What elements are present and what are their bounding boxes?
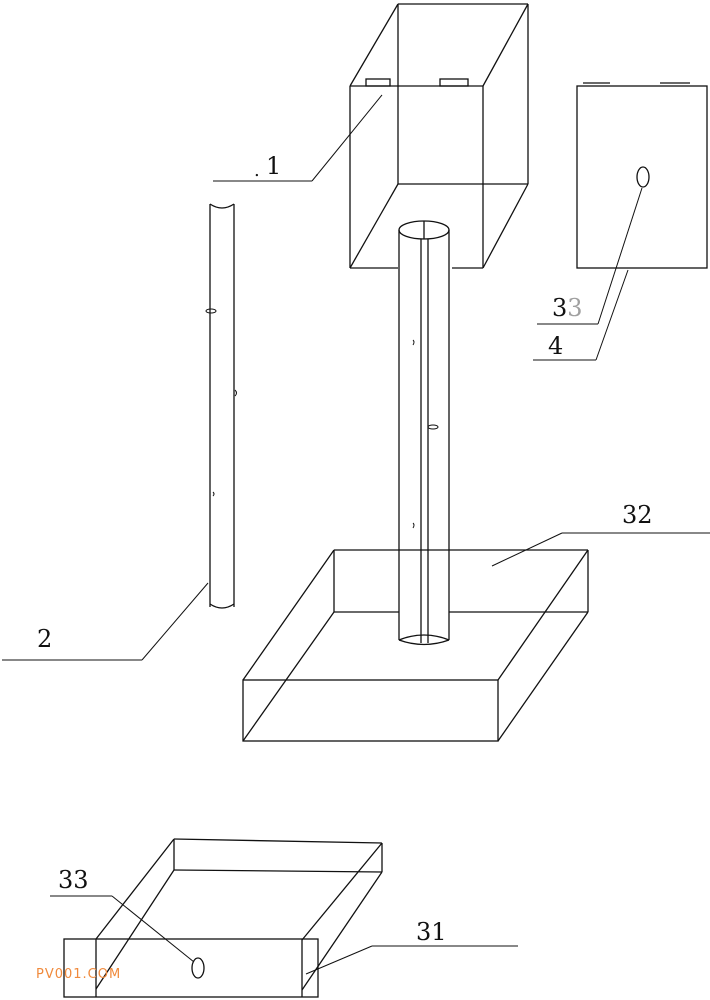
label-2: 2 [37,625,52,653]
label-33-top: 33 [552,294,583,322]
label-1: 1 [266,152,281,180]
label-32: 32 [622,501,653,529]
center-tube [398,220,450,646]
label-4: 4 [548,332,563,360]
top-box-clip-left [365,78,391,87]
label-33-top-digit-a: 3 [552,294,567,322]
top-box-clip-right [439,78,469,87]
bottom-tray-hole [191,957,205,979]
side-box-part-4 [576,82,708,269]
top-box-part-1 [349,3,529,269]
leader-lines [2,94,710,975]
base-tray-part-32 [242,549,589,742]
left-tube-part-2 [205,203,237,609]
label-31: 31 [416,918,447,946]
side-box-hole [636,166,650,188]
label-33-bottom: 33 [58,866,89,894]
bottom-tray-part-31 [63,838,383,998]
label-1-prefix: . [254,160,260,181]
label-33-top-digit-b: 3 [567,294,582,322]
watermark: PV001.COM [36,967,121,982]
